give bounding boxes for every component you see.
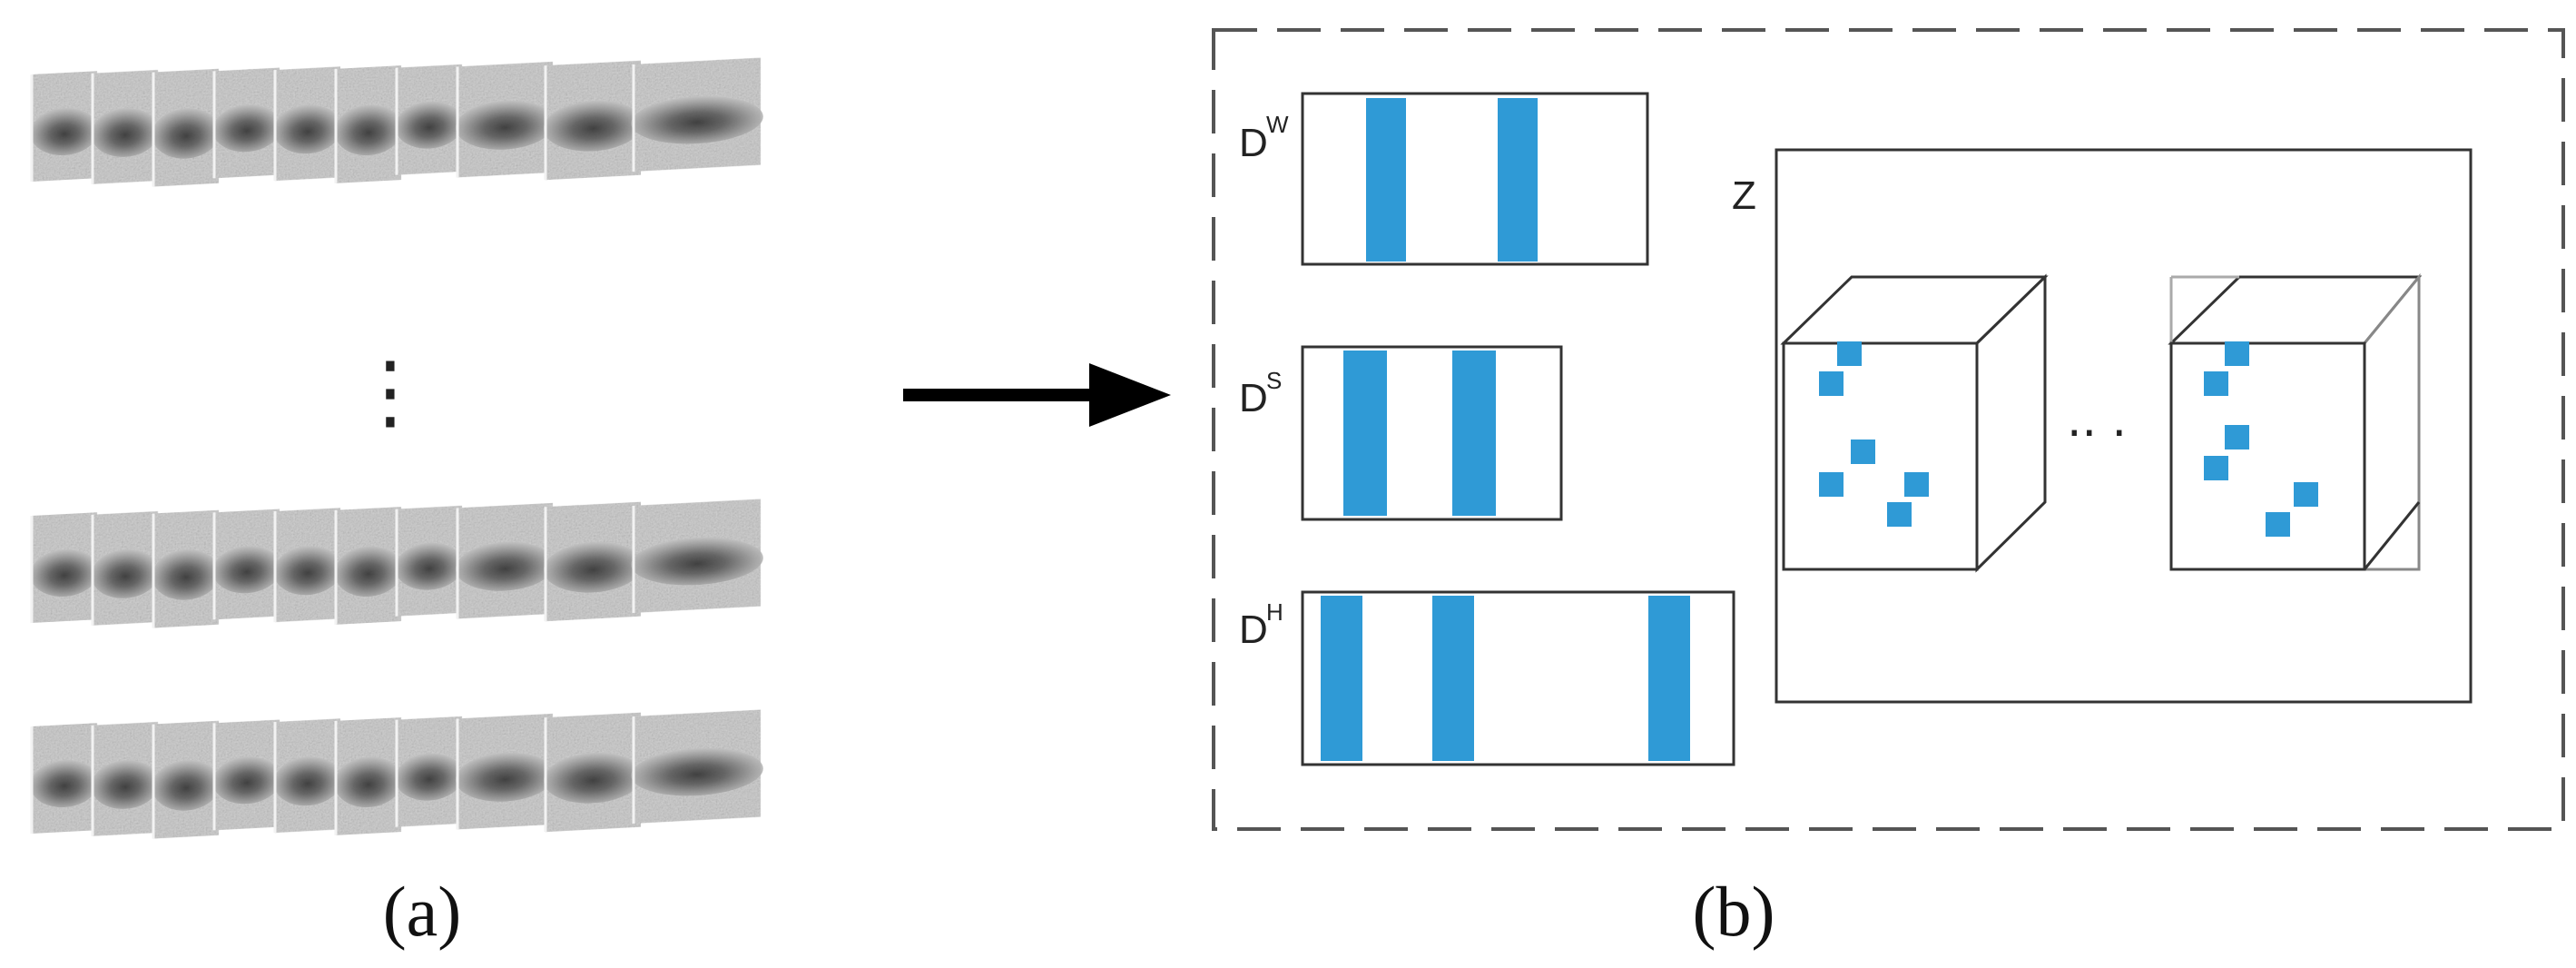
dictionary-dw: D W xyxy=(1239,92,1649,266)
lip-frame xyxy=(543,501,644,622)
panel-a: ⋮ (a) xyxy=(30,57,763,951)
panel-b: D W D S D H Z xyxy=(1212,28,2565,951)
nonzero-coefficient xyxy=(2225,341,2249,366)
nonzero-coefficient xyxy=(1904,472,1929,497)
nonzero-coefficient xyxy=(1819,371,1844,396)
lip-frame xyxy=(212,509,281,620)
lip-sequence-row xyxy=(30,57,763,187)
lip-frame xyxy=(152,509,221,628)
dict-label: D xyxy=(1239,376,1268,420)
lip-frame xyxy=(334,507,403,625)
nonzero-coefficient xyxy=(2294,482,2318,507)
atom-column xyxy=(1498,98,1538,262)
atom-column xyxy=(1321,596,1362,761)
dict-superscript: S xyxy=(1266,367,1282,394)
dict-superscript: W xyxy=(1266,111,1289,138)
lip-frame xyxy=(631,709,763,824)
nonzero-coefficient xyxy=(2204,371,2228,396)
lip-frame xyxy=(395,64,464,175)
lip-frame xyxy=(631,57,763,172)
lip-frame xyxy=(543,60,644,181)
panel-label-a: (a) xyxy=(383,872,462,951)
lip-frame xyxy=(30,71,99,183)
nonzero-coefficient xyxy=(1851,440,1875,464)
nonzero-coefficient xyxy=(1819,472,1844,497)
lip-sequence-row xyxy=(30,499,763,628)
lip-frame xyxy=(91,69,160,184)
atom-column xyxy=(1452,351,1496,516)
sparse-cube xyxy=(1780,273,2049,573)
atom-column xyxy=(1648,596,1690,761)
lip-frame xyxy=(91,721,160,836)
lip-frame xyxy=(543,712,644,833)
lip-frame xyxy=(631,499,763,613)
lip-frame xyxy=(91,510,160,626)
lip-frame xyxy=(30,512,99,624)
lip-frame xyxy=(395,716,464,827)
lip-sequence-row xyxy=(30,709,763,839)
vertical-ellipsis: ⋮ xyxy=(349,344,431,440)
lip-frame xyxy=(455,502,556,619)
dashed-border xyxy=(1212,28,2565,831)
lip-frame xyxy=(273,66,342,182)
atom-column xyxy=(1432,596,1474,761)
lip-frame xyxy=(30,723,99,835)
z-label: Z xyxy=(1732,173,1756,218)
lip-frame xyxy=(455,713,556,830)
nonzero-coefficient xyxy=(1887,502,1912,527)
dictionary-ds: D S xyxy=(1239,345,1563,521)
dictionary-dh: D H xyxy=(1239,590,1735,766)
coefficient-block-z: Z ·· · xyxy=(1732,148,2473,704)
lip-frame xyxy=(273,718,342,834)
transform-arrow xyxy=(903,363,1171,427)
sparse-cube xyxy=(2168,272,2423,571)
nonzero-coefficient xyxy=(2204,456,2228,480)
nonzero-coefficient xyxy=(1837,341,1862,366)
lip-frame xyxy=(334,65,403,183)
atom-column xyxy=(1366,98,1406,262)
lip-frame xyxy=(334,717,403,835)
nonzero-coefficient xyxy=(2266,512,2290,537)
lip-frame xyxy=(212,719,281,831)
lip-frame xyxy=(395,505,464,617)
dict-superscript: H xyxy=(1266,598,1283,626)
lip-frame xyxy=(212,67,281,179)
dict-label: D xyxy=(1239,121,1268,165)
dict-label: D xyxy=(1239,607,1268,652)
lip-frame xyxy=(455,61,556,178)
lip-frame xyxy=(273,508,342,623)
panel-label-b: (b) xyxy=(1693,872,1775,951)
lip-frame xyxy=(152,68,221,187)
cube-ellipsis: ·· · xyxy=(2067,407,2127,461)
lip-frame xyxy=(152,720,221,839)
nonzero-coefficient xyxy=(2225,425,2249,449)
atom-column xyxy=(1343,351,1387,516)
